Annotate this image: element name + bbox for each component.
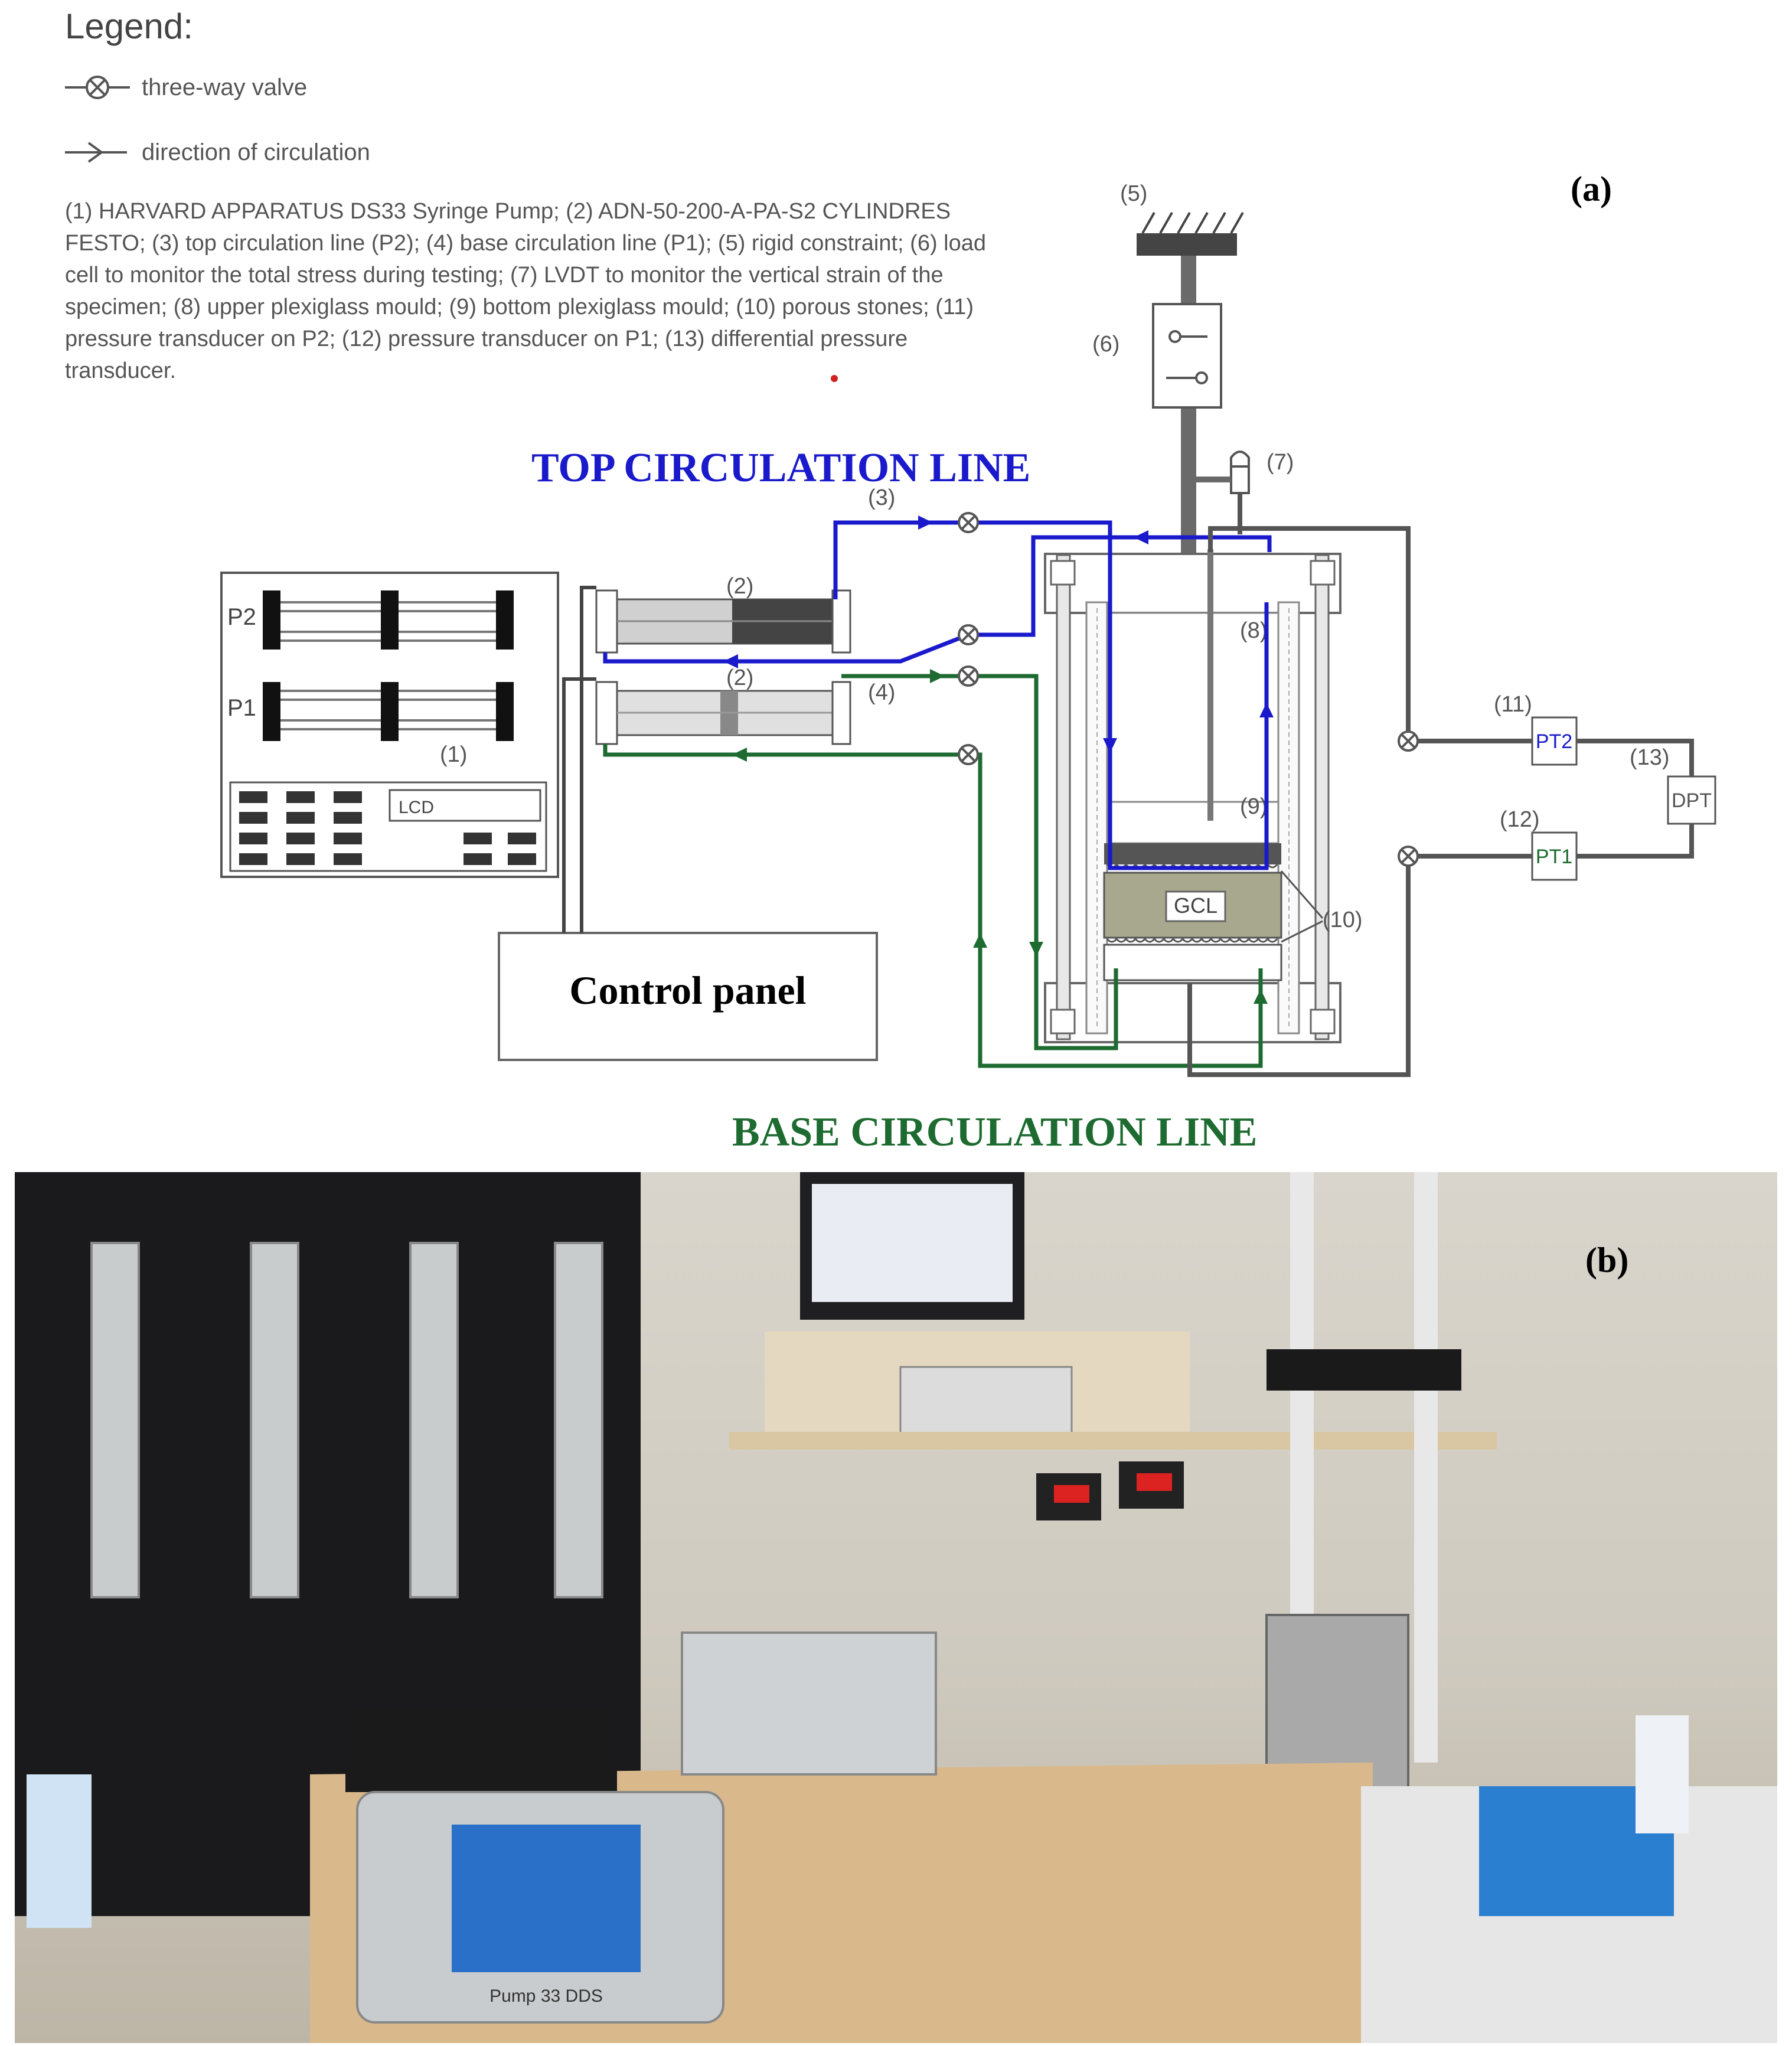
label-9: (9) bbox=[1240, 794, 1267, 819]
lvdt bbox=[1196, 451, 1250, 534]
valve-base-1 bbox=[958, 665, 979, 687]
panel-a-label: (a) bbox=[1571, 169, 1612, 208]
label-13: (13) bbox=[1630, 745, 1670, 770]
lab-photo-illustration: Pump 33 DDS bbox=[15, 1172, 1777, 2043]
legend: Legend: three-way valve direction of cir… bbox=[65, 6, 986, 387]
base-circulation-line bbox=[603, 674, 1263, 1068]
top-arrow-1 bbox=[918, 515, 933, 530]
top-circulation-title: TOP CIRCULATION LINE bbox=[531, 445, 1030, 491]
red-dot bbox=[831, 375, 838, 382]
base-arrow-3 bbox=[1029, 942, 1043, 957]
label-2a: (2) bbox=[726, 574, 753, 599]
legend-title: Legend: bbox=[65, 6, 193, 46]
label-4: (4) bbox=[868, 680, 895, 705]
pt2-label: PT2 bbox=[1536, 730, 1572, 753]
valve-top-1 bbox=[958, 512, 979, 533]
legend-valve-label: three-way valve bbox=[142, 74, 308, 100]
burette-4 bbox=[554, 1242, 603, 1598]
legend-description: (1) HARVARD APPARATUS DS33 Syringe Pump;… bbox=[65, 199, 987, 383]
label-1: (1) bbox=[440, 742, 467, 767]
rigid-constraint bbox=[1137, 212, 1244, 256]
control-panel-label: Control panel bbox=[569, 968, 806, 1013]
valve-pt2 bbox=[1398, 730, 1419, 752]
cell-assembly bbox=[1044, 549, 1341, 1043]
base-arrow-5 bbox=[1254, 989, 1268, 1004]
label-3: (3) bbox=[868, 485, 895, 510]
three-way-valve-icon bbox=[65, 76, 130, 99]
pointer-10b bbox=[1281, 920, 1323, 943]
pt1-label: PT1 bbox=[1536, 846, 1572, 868]
cylinders bbox=[595, 589, 851, 745]
label-6: (6) bbox=[1092, 332, 1119, 357]
legend-arrow-label: direction of circulation bbox=[142, 139, 370, 165]
pointer-10a bbox=[1280, 870, 1324, 919]
gcl-label: GCL bbox=[1174, 893, 1217, 918]
frame-column-right bbox=[1414, 1172, 1438, 1763]
pump-brand-label: Pump 33 DDS bbox=[489, 1986, 603, 2006]
pt2-box bbox=[1531, 716, 1578, 766]
festo-cylinder bbox=[681, 1631, 937, 1776]
shelf-board bbox=[729, 1432, 1497, 1450]
legend-arrow-row: direction of circulation bbox=[65, 120, 986, 185]
label-12: (12) bbox=[1500, 807, 1540, 832]
load-cell bbox=[1152, 303, 1222, 409]
base-arrow-1 bbox=[930, 669, 945, 683]
base-circulation-title: BASE CIRCULATION LINE bbox=[732, 1110, 1257, 1155]
label-8: (8) bbox=[1240, 618, 1267, 643]
dpt-label: DPT bbox=[1672, 789, 1712, 812]
burette-2 bbox=[250, 1242, 299, 1598]
legend-valve-row: three-way valve bbox=[65, 55, 986, 120]
bottle-left bbox=[27, 1774, 92, 1928]
pump-touchscreen bbox=[452, 1825, 641, 1972]
label-10: (10) bbox=[1323, 908, 1363, 932]
laptop-screen bbox=[812, 1184, 1013, 1302]
label-7: (7) bbox=[1267, 450, 1294, 475]
dpt-box bbox=[1667, 775, 1716, 825]
control-cables bbox=[562, 586, 596, 933]
label-5: (5) bbox=[1120, 181, 1147, 206]
burette-1 bbox=[90, 1242, 140, 1598]
signal-generator bbox=[899, 1366, 1073, 1439]
bottle-right bbox=[1636, 1715, 1689, 1833]
label-11: (11) bbox=[1494, 692, 1532, 717]
pump-p2-label: P2 bbox=[227, 604, 256, 630]
top-arrow-3 bbox=[1259, 703, 1274, 717]
lab-photo: Pump 33 DDS (b) bbox=[15, 1172, 1777, 2043]
top-arrow-5 bbox=[723, 654, 738, 668]
valve-pt1 bbox=[1398, 846, 1419, 867]
panel-b-label: (b) bbox=[1585, 1241, 1629, 1280]
base-arrow-4 bbox=[973, 933, 987, 948]
base-arrow-2 bbox=[732, 748, 747, 762]
pt1-box bbox=[1531, 831, 1578, 881]
lcd-label: LCD bbox=[399, 798, 434, 817]
valve-base-2 bbox=[958, 744, 979, 765]
burette-3 bbox=[409, 1242, 459, 1598]
pressure-lines bbox=[1187, 526, 1694, 1077]
control-panel bbox=[498, 932, 878, 1061]
top-arrow-4 bbox=[1134, 530, 1148, 544]
arrow-right-icon bbox=[65, 142, 127, 163]
valve-top-2 bbox=[958, 624, 979, 645]
schematic-diagram: (a) TOP CIRCULATION LINE BASE CIRCULATIO… bbox=[220, 169, 1716, 1155]
syringe-pump-head bbox=[345, 1709, 617, 1792]
frame-crossbeam bbox=[1267, 1349, 1461, 1391]
pump-p1-label: P1 bbox=[227, 695, 256, 721]
top-circulation-line bbox=[603, 520, 1272, 870]
label-2b: (2) bbox=[726, 665, 753, 690]
top-arrow-2 bbox=[1103, 738, 1117, 753]
syringe-pump bbox=[220, 572, 559, 878]
